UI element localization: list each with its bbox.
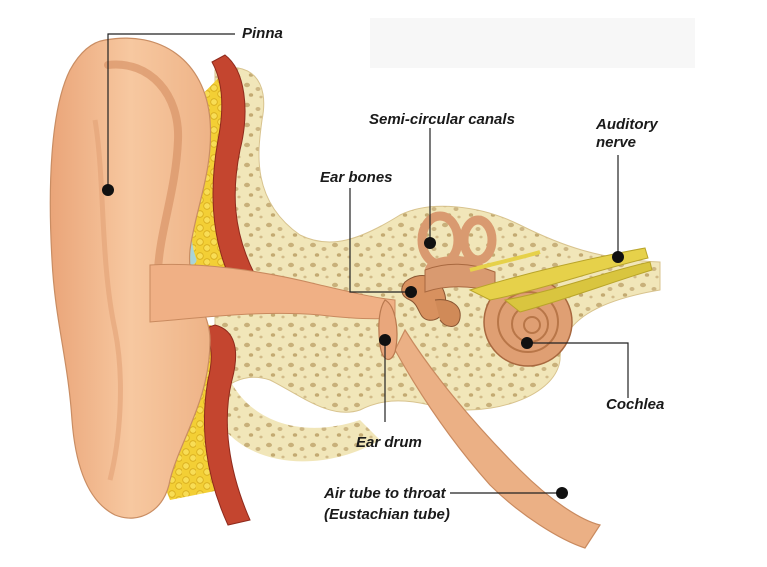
label-ear-bones: Ear bones	[320, 169, 393, 186]
label-air-tube-line2: (Eustachian tube)	[324, 506, 450, 523]
eustachian-tube	[394, 328, 601, 549]
muscle-lower	[198, 324, 251, 526]
label-pinna: Pinna	[242, 25, 283, 42]
label-auditory-nerve-line2: nerve	[596, 134, 637, 151]
auditory-nerve-shape	[468, 247, 649, 301]
label-ear-drum: Ear drum	[356, 434, 422, 451]
pinna-shape	[49, 37, 212, 519]
label-air-tube-line1: Air tube to throat	[324, 485, 446, 502]
label-cochlea: Cochlea	[606, 396, 665, 413]
label-semicircular-canals: Semi-circular canals	[369, 111, 515, 128]
label-auditory-nerve-line1: Auditory	[596, 116, 658, 133]
